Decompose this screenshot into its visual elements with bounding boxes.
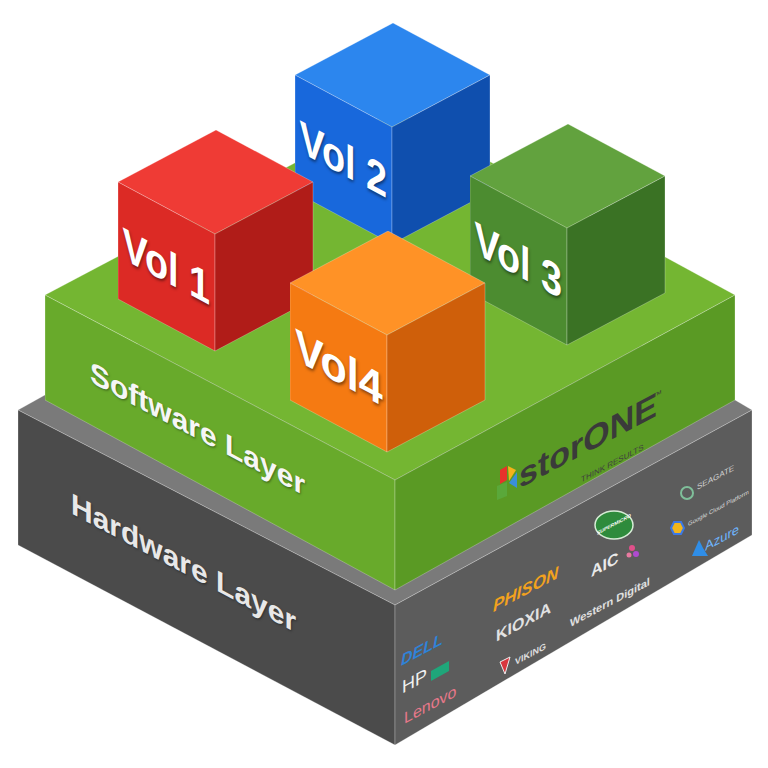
- block-face: [290, 283, 387, 452]
- supermicro-mark: [595, 511, 633, 539]
- volume-cube: Vol 3: [470, 124, 666, 346]
- volume-cube: Vol4: [290, 231, 486, 453]
- trademark: ™: [653, 389, 662, 404]
- vendor-name: SEAGATE: [697, 464, 734, 493]
- vendor-name: Google Cloud Platform: [688, 488, 749, 527]
- vendor-name: Azure: [705, 522, 739, 554]
- volume-cube: Vol 2: [295, 23, 491, 245]
- block-face: [118, 182, 215, 351]
- block-face: [567, 176, 665, 345]
- vendor-name: Western Digital: [570, 575, 650, 630]
- vendor-name: HP: [402, 665, 427, 698]
- block-face: [387, 283, 485, 452]
- vendor-name: DELL: [401, 630, 443, 670]
- vendor-name: SUPERMICRO: [597, 513, 631, 537]
- vendor-name: VIKING: [515, 642, 546, 668]
- volume-cube: Vol 1: [118, 130, 314, 352]
- vendor-name: AIC: [591, 549, 619, 581]
- google-cloud-mark: [671, 522, 684, 534]
